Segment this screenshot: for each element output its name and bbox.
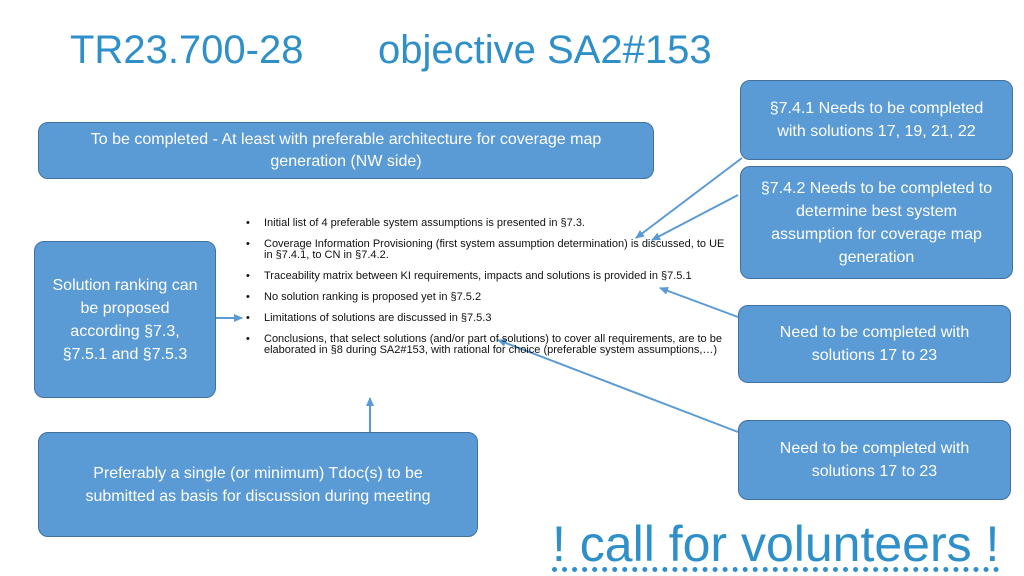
box-preferably-single-text: Preferably a single (or minimum) Tdoc(s)… <box>85 464 431 505</box>
box-s741: §7.4.1 Needs to be completed with soluti… <box>740 80 1013 160</box>
box-need-completed-1-text: Need to be completed with solutions 17 t… <box>779 324 970 364</box>
box-need-completed-2: Need to be completed with solutions 17 t… <box>738 420 1011 500</box>
call-for-volunteers: ! call for volunteers ! <box>552 516 1000 572</box>
slide-title: TR23.700-28 objective SA2#153 <box>70 28 712 73</box>
box-need-completed-1: Need to be completed with solutions 17 t… <box>738 305 1011 383</box>
bullet-item: Coverage Information Provisioning (first… <box>244 239 734 261</box>
box-s741-text: §7.4.1 Needs to be completed with soluti… <box>769 100 984 140</box>
box-to-be-completed: To be completed - At least with preferab… <box>38 122 654 179</box>
box-s742-text: §7.4.2 Needs to be completed to determin… <box>760 179 993 266</box>
bullet-item: Traceability matrix between KI requireme… <box>244 271 734 283</box>
bullet-item: Limitations of solutions are discussed i… <box>244 313 734 325</box>
box-s742: §7.4.2 Needs to be completed to determin… <box>740 166 1013 279</box>
bullet-item: Conclusions, that select solutions (and/… <box>244 334 734 356</box>
box-solution-ranking: Solution ranking can be proposed accordi… <box>34 241 216 398</box>
bullet-item: No solution ranking is proposed yet in §… <box>244 292 734 304</box>
box-preferably-single: Preferably a single (or minimum) Tdoc(s)… <box>38 432 478 537</box>
box-need-completed-2-text: Need to be completed with solutions 17 t… <box>779 440 970 480</box>
box-to-be-completed-text: To be completed - At least with preferab… <box>90 130 602 170</box>
box-solution-ranking-text: Solution ranking can be proposed accordi… <box>52 276 198 363</box>
title-objective: objective SA2#153 <box>378 28 712 72</box>
title-doc: TR23.700-28 <box>70 28 304 72</box>
status-bullet-list: Initial list of 4 preferable system assu… <box>244 218 734 366</box>
bullet-item: Initial list of 4 preferable system assu… <box>244 218 734 230</box>
